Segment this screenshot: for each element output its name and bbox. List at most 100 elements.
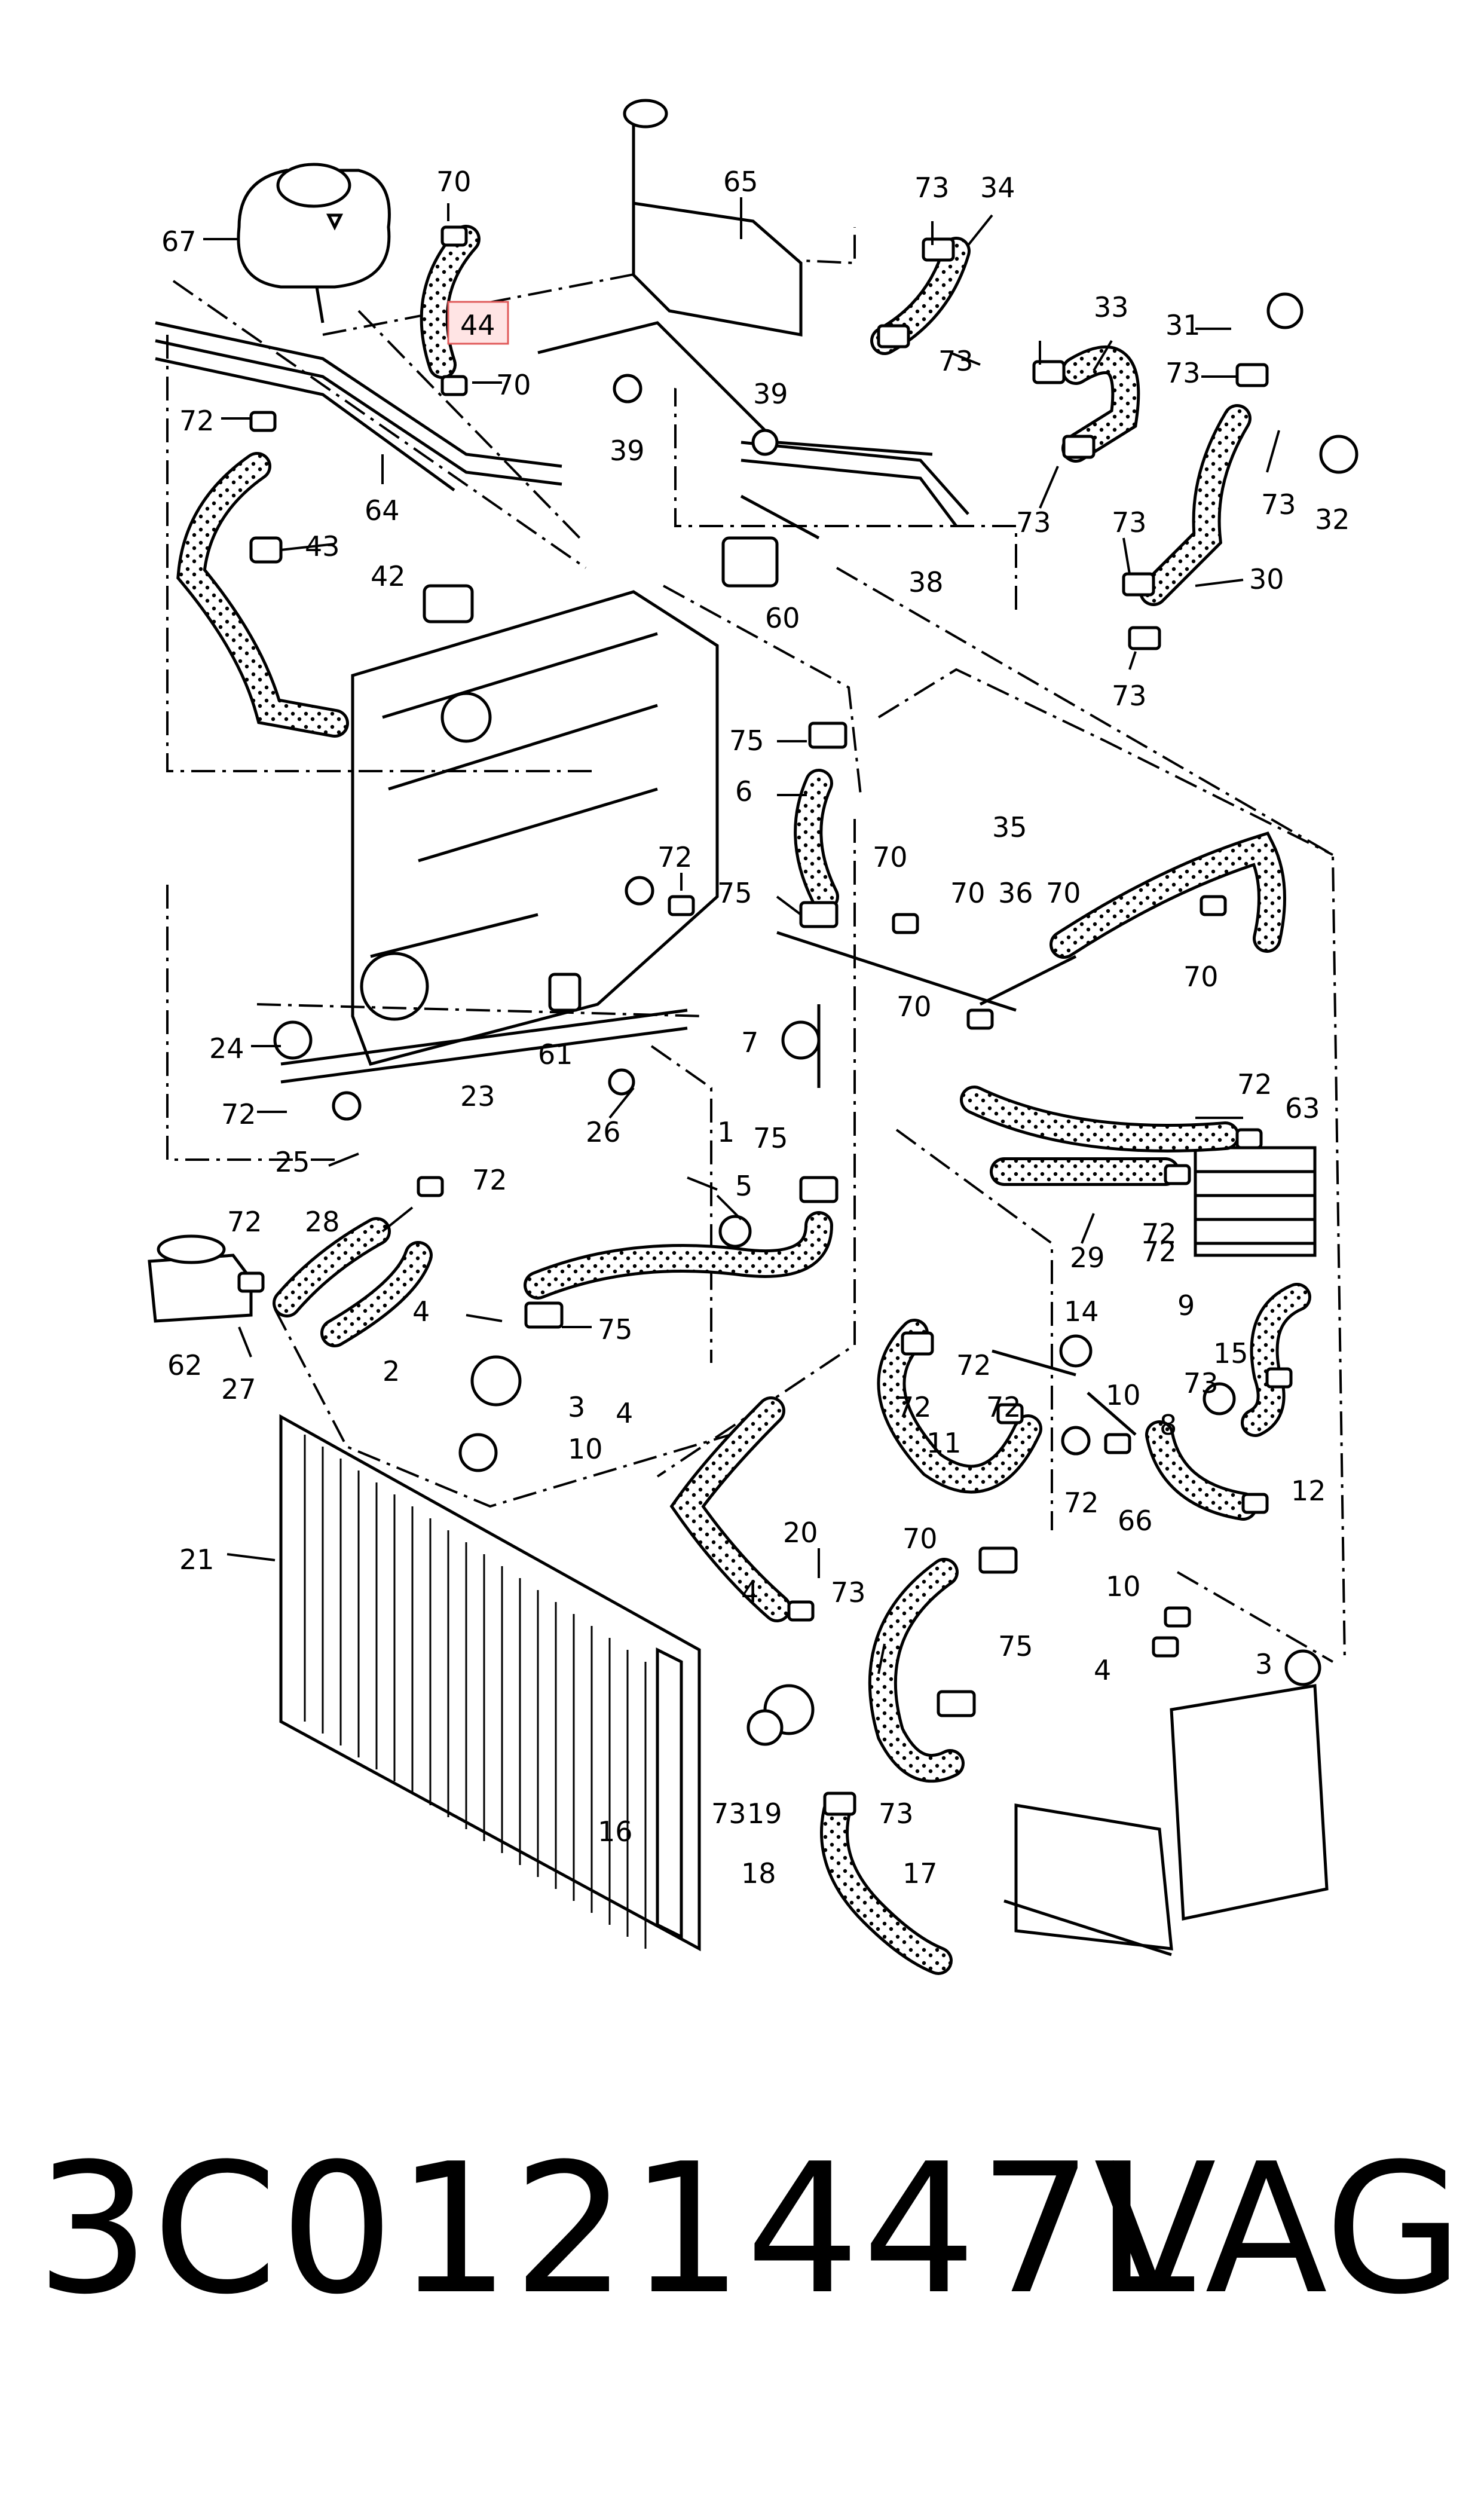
callout: 42 <box>371 560 406 592</box>
callout: 72 <box>1237 1068 1272 1100</box>
callout: 70 <box>436 166 472 198</box>
callout: 12 <box>1291 1475 1326 1507</box>
callout: 70 <box>896 990 932 1023</box>
callout: 18 <box>741 1857 776 1890</box>
power-steering-reservoir <box>148 1234 253 1323</box>
callout: 72 <box>986 1391 1021 1423</box>
callout: 14 <box>1064 1295 1099 1328</box>
callout: 9 <box>1177 1289 1195 1322</box>
callout: 60 <box>765 602 800 634</box>
callout: 10 <box>568 1433 603 1465</box>
engine-block <box>351 590 719 1066</box>
callout: 33 <box>1094 291 1129 323</box>
callout: 72 <box>657 841 693 873</box>
callout: 67 <box>161 225 197 258</box>
callout: 38 <box>908 566 944 598</box>
callout: 73 <box>1112 680 1147 712</box>
callout: 10 <box>1106 1570 1141 1603</box>
callout: 28 <box>305 1206 340 1238</box>
oil-cooler <box>1194 1146 1317 1257</box>
callout: 75 <box>753 1122 788 1154</box>
callout: 39 <box>753 378 788 410</box>
callout: 8 <box>1159 1409 1177 1441</box>
callout: 63 <box>1285 1092 1320 1124</box>
expansion-tank <box>237 163 391 323</box>
callout: 73 <box>1183 1367 1219 1399</box>
callout: 72 <box>472 1164 507 1196</box>
part-number: 3C0121447L <box>36 2125 1198 2334</box>
callout-highlighted: 44 <box>460 309 495 341</box>
callout: 3 <box>568 1391 585 1423</box>
callout: 35 <box>992 811 1027 843</box>
callout: 70 <box>873 841 908 873</box>
callout: 72 <box>956 1349 992 1381</box>
brand-name: VAG <box>1094 2125 1464 2334</box>
callout: 29 <box>1070 1242 1105 1274</box>
callout: 73 <box>1112 506 1147 539</box>
callout: 66 <box>1118 1505 1153 1537</box>
callout: 62 <box>167 1349 203 1381</box>
callout: 73 <box>711 1797 746 1830</box>
callout: 73 <box>1165 357 1201 389</box>
callout: 70 <box>496 369 531 401</box>
callout: 31 <box>1165 309 1201 341</box>
callout: 1 <box>717 1116 735 1148</box>
callout: 3 <box>1255 1648 1272 1680</box>
callout: 72 <box>1142 1236 1177 1268</box>
callout: 26 <box>586 1116 621 1148</box>
coolant-hoses <box>176 225 1311 1975</box>
callout: 17 <box>902 1857 938 1890</box>
callout: 32 <box>1315 503 1350 536</box>
callout: 21 <box>179 1543 215 1576</box>
callout: 30 <box>1249 563 1284 595</box>
callout: 4 <box>1094 1654 1111 1686</box>
heater-valve-unit <box>537 99 933 588</box>
callout: 75 <box>998 1630 1033 1662</box>
callout: 19 <box>747 1797 782 1830</box>
callout: 72 <box>896 1391 932 1423</box>
callout: 7 <box>741 1026 758 1059</box>
callout: 10 <box>1106 1379 1141 1411</box>
callout: 75 <box>598 1313 633 1346</box>
callout: 72 <box>1064 1487 1099 1519</box>
callout: 6 <box>735 775 752 808</box>
callout: 5 <box>735 1170 752 1202</box>
callout: 2 <box>383 1355 400 1387</box>
callout: 72 <box>179 405 215 437</box>
callout: 4 <box>412 1295 430 1328</box>
callout: 70 <box>902 1523 938 1555</box>
callout: 75 <box>717 877 752 909</box>
leader-lines <box>203 197 1280 1674</box>
callout: 16 <box>598 1815 633 1848</box>
callout: 73 <box>938 345 974 377</box>
hose-clamps <box>237 225 1293 1816</box>
callout: 72 <box>227 1206 262 1238</box>
callout: 25 <box>275 1146 310 1178</box>
callout: 39 <box>610 435 645 467</box>
callout: 11 <box>926 1427 962 1459</box>
radiator <box>279 1414 701 1952</box>
callout: 70 <box>1183 961 1219 993</box>
callout-highlight <box>447 301 509 345</box>
callout: 64 <box>365 494 400 527</box>
callout: 27 <box>221 1373 256 1405</box>
callout: 4 <box>741 1576 758 1609</box>
callout-labels: 70 44 70 67 72 64 43 42 65 73 34 73 33 3… <box>161 166 1350 1890</box>
callout: 75 <box>729 724 764 757</box>
callout: 36 <box>998 877 1033 909</box>
callout: 15 <box>1213 1337 1249 1369</box>
coolant-system-exploded-diagram: 70 44 70 67 72 64 43 42 65 73 34 73 33 3… <box>148 99 1358 1975</box>
callout: 73 <box>879 1797 914 1830</box>
assembly-boundary-lines <box>166 227 1346 1663</box>
callout: 65 <box>723 166 758 198</box>
callout: 23 <box>460 1080 495 1112</box>
cooler-and-duct <box>1003 1684 1329 1956</box>
callout: 70 <box>950 877 986 909</box>
callout: 61 <box>538 1038 573 1071</box>
callout: 43 <box>305 530 340 562</box>
callout: 24 <box>209 1032 244 1065</box>
callout: 72 <box>221 1098 256 1130</box>
fittings-and-bolts <box>249 292 1358 1746</box>
coolant-pipes <box>155 321 1137 1436</box>
callout: 34 <box>980 172 1015 204</box>
